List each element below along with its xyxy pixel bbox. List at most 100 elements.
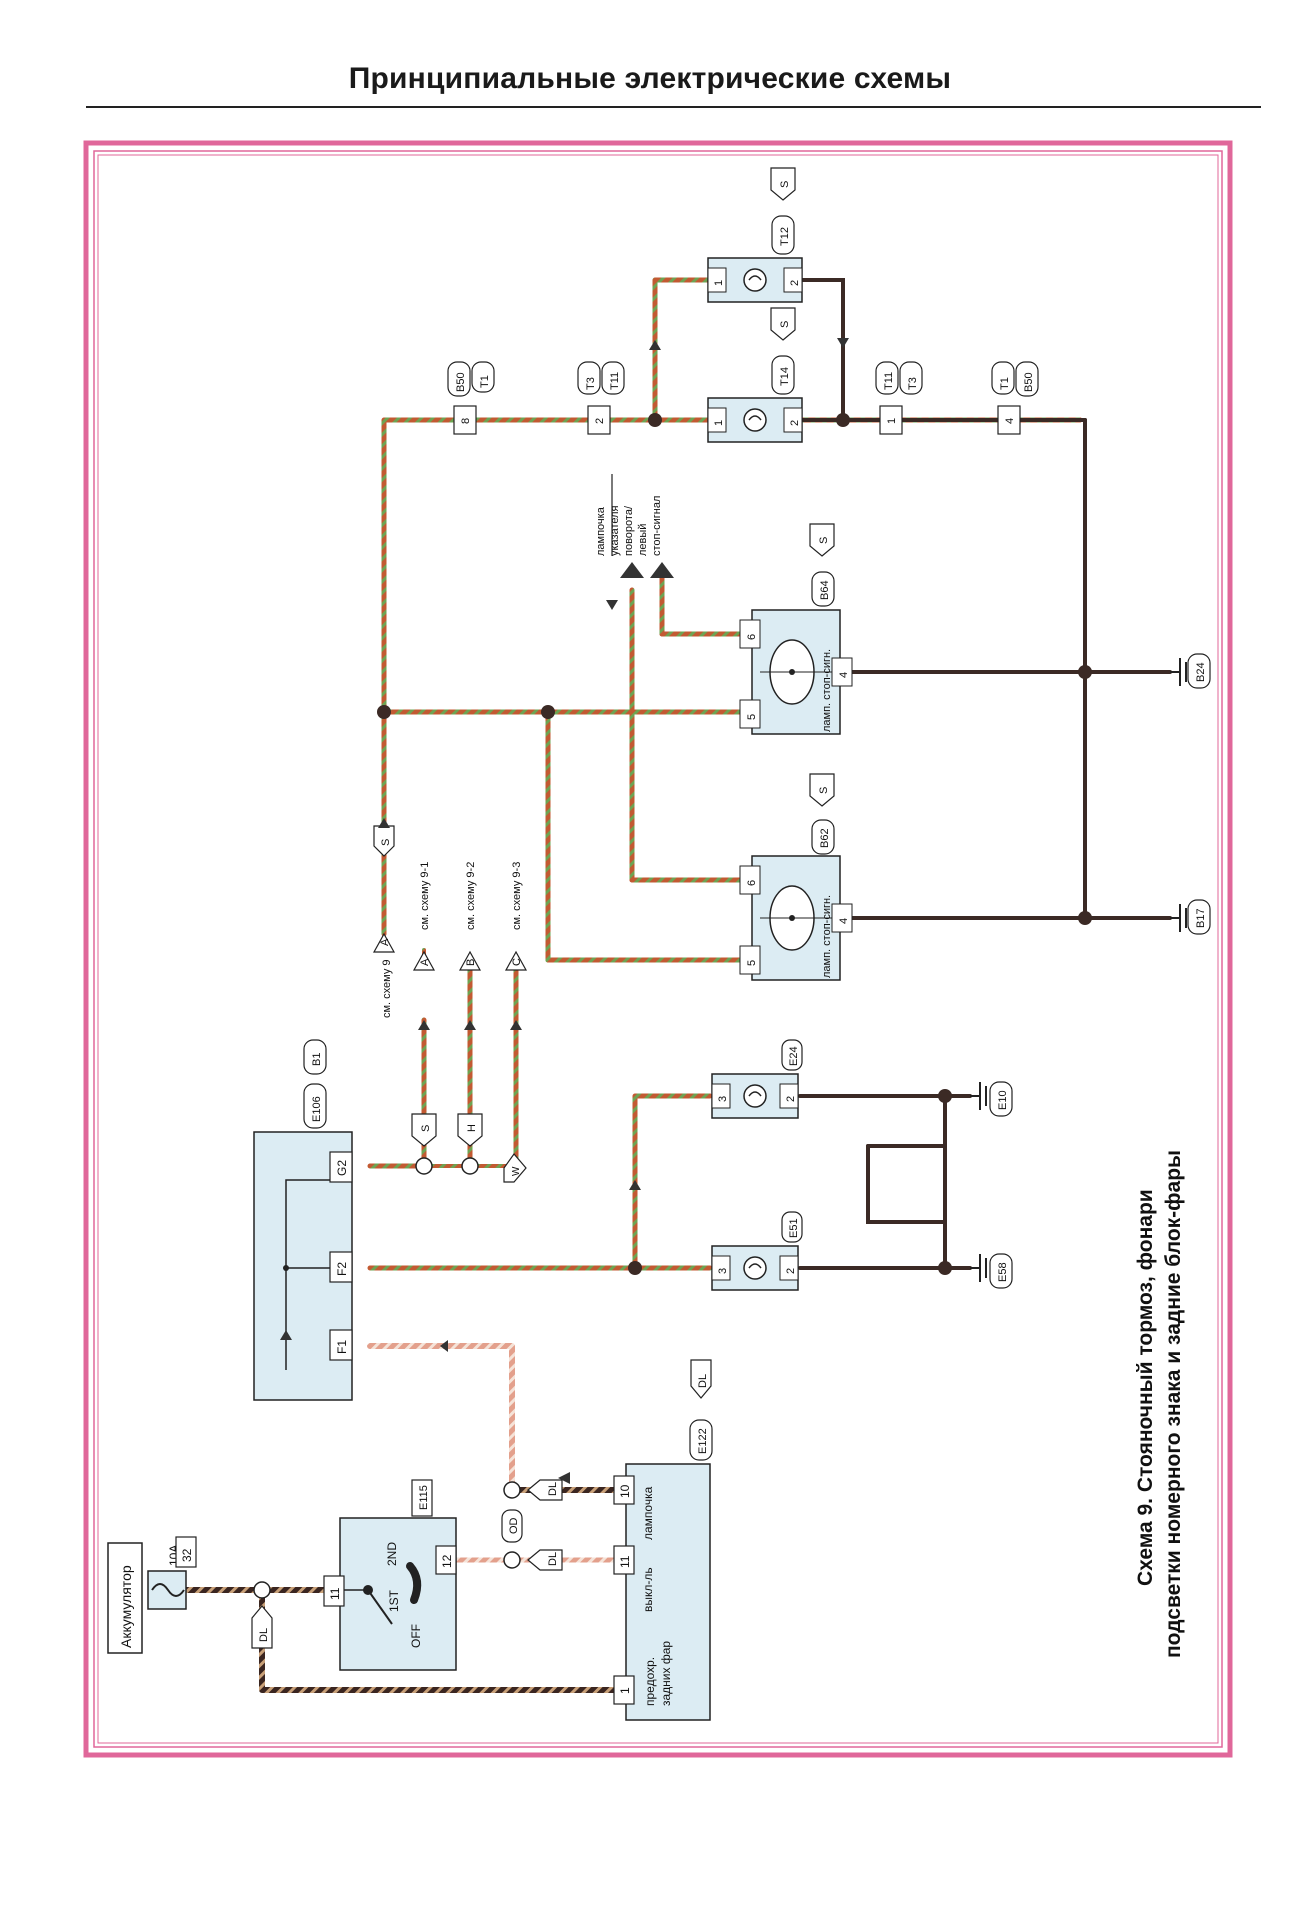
ground-symbols: E58 E10 B17 B24 <box>970 653 1211 1289</box>
ground-b17: B17 <box>1170 899 1211 935</box>
svg-text:T14: T14 <box>779 367 791 386</box>
svg-text:DL: DL <box>258 1628 270 1642</box>
svg-text:S: S <box>779 181 791 188</box>
svg-text:2: 2 <box>789 280 801 286</box>
svg-text:E10: E10 <box>997 1090 1009 1110</box>
svg-text:лампочка: лампочка <box>595 506 607 556</box>
svg-text:A: A <box>419 958 431 966</box>
svg-text:6: 6 <box>746 634 758 640</box>
fuse-icon <box>151 1583 185 1597</box>
battery: Аккумулятор 10A 32 DL <box>107 1536 273 1654</box>
ground-e58: E58 <box>970 1253 1013 1289</box>
bus-junctions <box>377 413 1092 1275</box>
svg-text:S: S <box>818 787 830 794</box>
svg-text:DL: DL <box>547 1552 559 1566</box>
svg-text:5: 5 <box>746 714 758 720</box>
svg-text:10: 10 <box>618 1484 632 1498</box>
title-rule <box>86 106 1261 108</box>
cross-references: A A B C см. схему 9 см. схему 9-1 см. сх… <box>372 825 528 1018</box>
svg-text:H: H <box>466 1124 478 1132</box>
ref-e106: E106 <box>311 1096 323 1122</box>
svg-text:2ND: 2ND <box>385 1542 399 1566</box>
svg-text:B: B <box>465 959 477 966</box>
svg-text:W: W <box>511 1166 522 1176</box>
control-module-e106: F1 F2 G2 E106 B1 <box>253 1039 353 1401</box>
ground-wires <box>798 278 1172 1270</box>
svg-text:A: A <box>379 938 391 946</box>
ground-e10: E10 <box>970 1081 1013 1117</box>
svg-text:1: 1 <box>713 420 725 426</box>
svg-text:см. схему 9-1: см. схему 9-1 <box>419 862 431 930</box>
svg-text:S: S <box>818 537 830 544</box>
svg-text:T3: T3 <box>585 377 597 390</box>
diagram-frame <box>83 140 1233 1758</box>
svg-text:11: 11 <box>618 1555 632 1568</box>
svg-text:B24: B24 <box>1195 662 1207 682</box>
signal-nodes: S H W <box>411 1113 527 1183</box>
svg-text:предохр.: предохр. <box>643 1657 657 1706</box>
svg-text:OFF: OFF <box>409 1624 423 1648</box>
ref-e115: E115 <box>418 1485 430 1510</box>
splice-node <box>253 1581 271 1599</box>
svg-text:2: 2 <box>785 1096 797 1102</box>
svg-text:S: S <box>779 321 791 328</box>
flow-arrows <box>280 338 849 1484</box>
battery-label: Аккумулятор <box>118 1565 134 1648</box>
svg-text:3: 3 <box>717 1096 729 1102</box>
svg-text:1: 1 <box>713 280 725 286</box>
svg-text:T3: T3 <box>907 377 919 390</box>
svg-text:лампочка: лампочка <box>641 1486 655 1540</box>
fuse-number: 32 <box>180 1548 194 1562</box>
brake-lamp-b64: 5 6 4 ламп. стоп-сигн. B64 S <box>739 523 853 735</box>
svg-text:ламп. стоп-сигн.: ламп. стоп-сигн. <box>821 649 833 732</box>
diagram-caption: Схема 9. Стояночный тормоз, фонари подсв… <box>1134 1150 1185 1658</box>
svg-text:B62: B62 <box>819 828 831 848</box>
tag-dl <box>251 1605 273 1649</box>
svg-text:стоп-сигнал: стоп-сигнал <box>651 496 663 556</box>
brake-lamp-b62: 5 6 4 ламп. стоп-сигн. B62 S <box>739 773 853 981</box>
svg-text:4: 4 <box>838 918 850 924</box>
svg-text:T1: T1 <box>479 375 491 388</box>
svg-text:E24: E24 <box>788 1046 800 1066</box>
svg-text:задних фар: задних фар <box>659 1641 673 1706</box>
svg-text:T12: T12 <box>779 227 791 246</box>
svg-text:выкл-ль: выкл-ль <box>641 1567 655 1612</box>
lamp-switch-e122: 1 11 10 предохр. задних фар выкл-ль ламп… <box>613 1359 713 1721</box>
svg-text:B1: B1 <box>311 1053 323 1066</box>
svg-text:T1: T1 <box>999 377 1011 390</box>
svg-text:ламп. стоп-сигн.: ламп. стоп-сигн. <box>821 895 833 978</box>
svg-text:левый: левый <box>637 524 649 556</box>
page-title: Принципиальные электрические схемы <box>348 62 952 95</box>
plate-lamp-e51: 3 2 E51 <box>711 1211 803 1291</box>
svg-text:S: S <box>380 839 392 846</box>
svg-text:S: S <box>420 1125 432 1132</box>
plate-lamp-e24: 3 2 E24 <box>711 1039 803 1119</box>
svg-text:1: 1 <box>618 1687 632 1694</box>
svg-text:поворота/: поворота/ <box>623 505 635 556</box>
svg-text:указателя: указателя <box>609 505 621 556</box>
svg-text:1ST: 1ST <box>387 1589 401 1612</box>
svg-text:B50: B50 <box>1023 372 1035 392</box>
svg-text:OD: OD <box>508 1517 520 1534</box>
svg-text:12: 12 <box>440 1554 454 1568</box>
svg-text:DL: DL <box>697 1374 709 1388</box>
svg-text:E58: E58 <box>997 1262 1009 1282</box>
svg-text:11: 11 <box>328 1587 342 1600</box>
svg-text:B17: B17 <box>1195 908 1207 928</box>
caption-line-1: Схема 9. Стояночный тормоз, фонари <box>1134 1189 1157 1586</box>
fuse-box <box>147 1570 187 1610</box>
svg-text:F1: F1 <box>335 1340 349 1354</box>
svg-text:см. схему 9: см. схему 9 <box>381 959 393 1018</box>
svg-text:1: 1 <box>886 418 898 424</box>
svg-text:DL: DL <box>547 1482 559 1496</box>
svg-text:3: 3 <box>717 1268 729 1274</box>
tag-dl-2 <box>527 1549 563 1571</box>
svg-text:2: 2 <box>785 1268 797 1274</box>
svg-text:T11: T11 <box>883 372 895 390</box>
svg-text:B64: B64 <box>819 580 831 600</box>
svg-text:C: C <box>511 958 523 966</box>
switch-contact <box>406 1562 422 1604</box>
svg-text:см. схему 9-3: см. схему 9-3 <box>511 862 523 930</box>
svg-text:T11: T11 <box>609 372 621 390</box>
